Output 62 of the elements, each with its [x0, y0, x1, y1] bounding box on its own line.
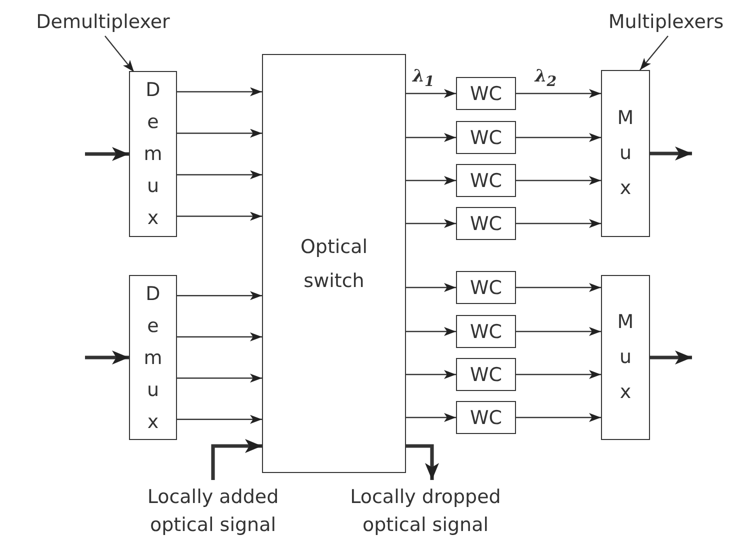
- arrow: [177, 291, 262, 300]
- arrow: [516, 413, 601, 422]
- box-label: WC: [470, 212, 502, 236]
- arrow: [516, 327, 601, 336]
- arrow: [516, 133, 601, 142]
- leader-line: [640, 36, 668, 70]
- arrow: [177, 87, 262, 96]
- demux-box: [129, 275, 177, 440]
- converter-box: [456, 207, 516, 240]
- arrow: [406, 327, 456, 336]
- arrow: [516, 283, 601, 292]
- mux-box: [601, 70, 650, 237]
- switch-box: [262, 54, 406, 473]
- arrow: [406, 133, 456, 142]
- converter-box: [456, 77, 516, 110]
- arrow: [211, 439, 262, 480]
- arrow: [177, 212, 262, 221]
- converter-box: [456, 315, 516, 348]
- converter-box: [456, 164, 516, 197]
- arrow: [406, 89, 456, 98]
- converter-box: [456, 271, 516, 304]
- box-label: D e m u x: [144, 282, 162, 434]
- box-label: Optical switch: [299, 234, 369, 294]
- arrow: [85, 350, 129, 364]
- caption-text: Multiplexers: [608, 10, 724, 35]
- arrow: [177, 374, 262, 383]
- box-label: WC: [470, 362, 502, 386]
- box-label: WC: [470, 126, 502, 150]
- caption-text: Locally added optical signal: [146, 485, 280, 538]
- arrow: [406, 370, 456, 379]
- mux-box: [601, 275, 650, 440]
- box-label: WC: [470, 168, 502, 192]
- arrow: [406, 219, 456, 228]
- box-label: WC: [470, 320, 502, 344]
- caption-text: Locally dropped optical signal: [349, 485, 502, 538]
- box-label: M u x: [616, 310, 635, 405]
- arrow: [177, 414, 262, 424]
- converter-box: [456, 401, 516, 434]
- box-label: WC: [470, 276, 502, 300]
- box-label: D e m u x: [144, 78, 162, 231]
- converter-box: [456, 358, 516, 391]
- arrow: [177, 170, 262, 180]
- caption-text: Demultiplexer: [36, 10, 170, 35]
- arrow: [516, 370, 601, 379]
- arrow: [516, 89, 601, 98]
- arrow: [650, 146, 692, 160]
- demux-box: [129, 71, 177, 237]
- arrow: [406, 283, 456, 292]
- arrow: [650, 350, 692, 364]
- arrow: [406, 413, 456, 422]
- arrow: [177, 332, 262, 342]
- arrow: [516, 219, 601, 228]
- box-label: WC: [470, 82, 502, 106]
- arrow: [85, 147, 129, 161]
- converter-box: [456, 121, 516, 154]
- arrow: [516, 176, 601, 185]
- arrow: [406, 444, 439, 480]
- box-label: M u x: [616, 106, 635, 201]
- box-label: WC: [470, 406, 502, 430]
- arrow: [406, 176, 456, 185]
- leader-line: [104, 36, 134, 72]
- arrow: [177, 128, 262, 138]
